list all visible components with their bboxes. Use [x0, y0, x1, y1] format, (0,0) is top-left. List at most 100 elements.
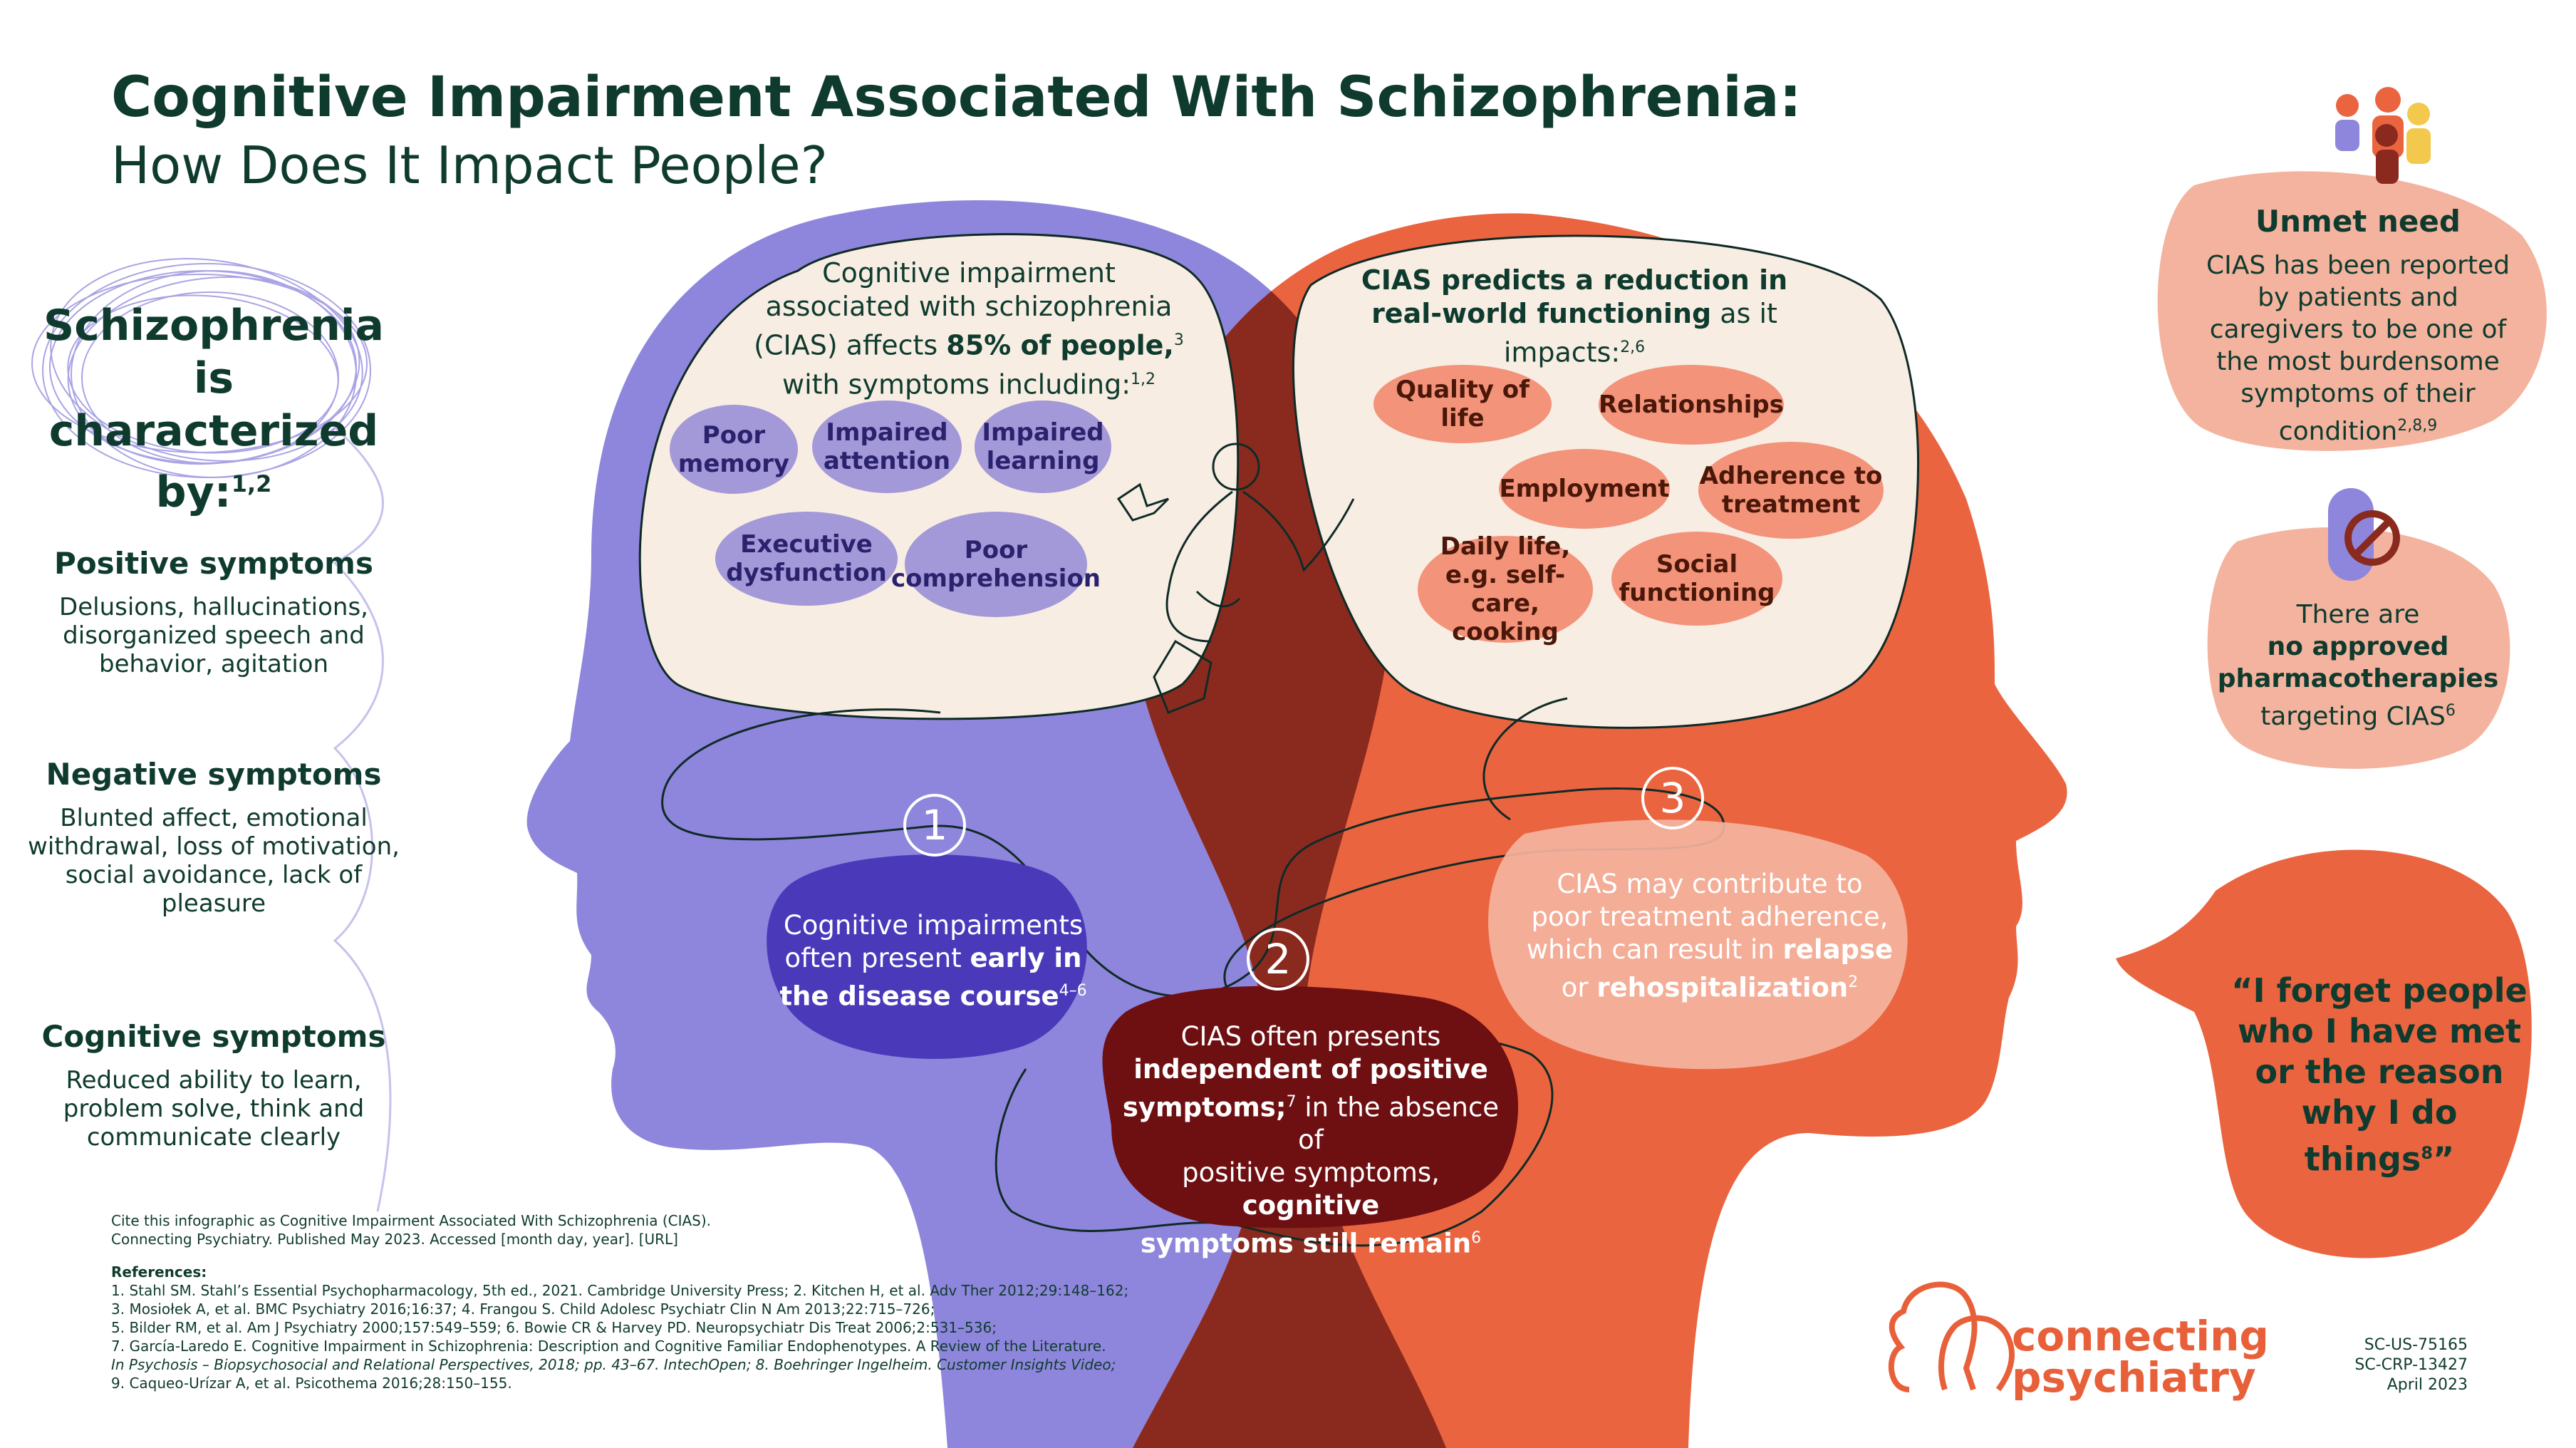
left-bubble-line1: Cognitive impairment — [822, 257, 1116, 289]
document-codes: SC-US-75165 SC-CRP-13427 April 2023 — [2280, 1335, 2468, 1395]
right-bubble-line2-a: real-world functioning — [1371, 298, 1712, 329]
point-2-line4: positive symptoms, cognitive — [1111, 1157, 1510, 1222]
left-bubble-line3-ref: 3 — [1173, 331, 1184, 349]
right-bubble-line2-ref: 2,6 — [1620, 338, 1646, 356]
page-subtitle: How Does It Impact People? — [111, 135, 828, 195]
pill-employment: Employment — [1499, 449, 1670, 529]
point-2-line4-a: positive symptoms, — [1182, 1157, 1440, 1189]
point-2-number: 2 — [1247, 928, 1309, 991]
point-1-number: 1 — [903, 794, 966, 857]
point-3-line4: or rehospitalization2 — [1510, 966, 1909, 1004]
unmet-need-text: CIAS has been reported by patients and c… — [2206, 251, 2510, 446]
point-3-ref: 2 — [1848, 973, 1859, 991]
patient-quote-close: ” — [2433, 1139, 2455, 1179]
page-title: Cognitive Impairment Associated With Sch… — [111, 66, 1802, 130]
point-1-line2-b: early in — [970, 943, 1082, 973]
no-approved-ref: 6 — [2445, 702, 2456, 720]
no-approved-line2: no approved — [2267, 632, 2449, 661]
right-bubble-line1: CIAS predicts a reduction in — [1361, 264, 1788, 296]
left-bubble-line3: (CIAS) affects 85% of people,3 — [684, 324, 1254, 363]
left-bubble-line4: with symptoms including:1,2 — [684, 363, 1254, 402]
patient-quote-ref: 8 — [2421, 1143, 2434, 1163]
unmet-need-ref: 2,8,9 — [2397, 417, 2438, 435]
left-bubble-line2: associated with schizophrenia — [765, 291, 1173, 322]
point-2-line2-a: independent of positive — [1133, 1054, 1488, 1085]
right-bubble-text: CIAS predicts a reduction in real-world … — [1304, 264, 1845, 370]
point-3-number: 3 — [1641, 767, 1704, 829]
citation: Cite this infographic as Cognitive Impai… — [111, 1211, 1180, 1248]
point-1-line1: Cognitive impairments — [783, 910, 1084, 941]
patient-quote-text: “I forget people who I have met or the r… — [2231, 971, 2528, 1179]
point-3-line4-b: rehospitalization — [1596, 972, 1849, 1003]
point-2-text: CIAS often presents independent of posit… — [1111, 1020, 1510, 1261]
unmet-need-title: Unmet need — [2255, 204, 2461, 239]
negative-symptoms-body: Blunted affect, emotional withdrawal, lo… — [28, 804, 400, 918]
no-approved-line1: There are — [2296, 600, 2420, 629]
cognitive-symptoms-body: Reduced ability to learn, problem solve,… — [63, 1066, 365, 1152]
pill-quality-of-life: Quality of life — [1373, 365, 1552, 443]
point-1-text: Cognitive impairments often present earl… — [762, 909, 1104, 1013]
schizophrenia-heading-text: Schizophrenia is characterized by: — [43, 301, 384, 517]
left-bubble-line4-ref: 1,2 — [1131, 370, 1156, 388]
negative-symptoms-title: Negative symptoms — [46, 757, 382, 792]
references-heading: References: — [111, 1263, 207, 1281]
reference-line: 7. García-Laredo E. Cognitive Impairment… — [111, 1338, 1106, 1355]
pill-poor-comprehension: Poor comprehension — [891, 512, 1101, 617]
positive-symptoms-body: Delusions, hallucinations, disorganized … — [59, 593, 368, 678]
code-line: April 2023 — [2387, 1376, 2468, 1394]
point-1-line2: often present early in — [762, 942, 1104, 975]
code-line: SC-CRP-13427 — [2354, 1356, 2468, 1374]
left-bubble-text: Cognitive impairment associated with sch… — [684, 257, 1254, 401]
point-1-line2-a: often present — [784, 943, 970, 973]
point-3-line3-b: relapse — [1782, 934, 1894, 965]
citation-line1: Cite this infographic as Cognitive Impai… — [111, 1212, 712, 1229]
reference-line: 1. Stahl SM. Stahl’s Essential Psychopha… — [111, 1282, 1129, 1299]
left-bubble-line3-b: 85% of people, — [946, 329, 1174, 361]
brand-line1: connecting — [2012, 1312, 2269, 1360]
pill-impaired-learning: Impaired learning — [975, 400, 1111, 493]
pill-adherence-to-treatment: Adherence to treatment — [1698, 442, 1884, 539]
brand-logo: connecting psychiatry — [2012, 1315, 2269, 1398]
point-3-line3: which can result in relapse — [1510, 934, 1909, 966]
no-approved-text: There are no approved pharmacotherapies … — [2201, 599, 2515, 733]
point-2-line1: CIAS often presents — [1180, 1021, 1441, 1052]
right-bubble-line2-b: as it impacts: — [1503, 298, 1777, 368]
point-2-line3-a: symptoms; — [1122, 1092, 1287, 1123]
pill-relationships: Relationships — [1599, 365, 1784, 445]
point-1-line3: the disease course4–6 — [762, 975, 1104, 1013]
pill-social-functioning: Social functioning — [1611, 532, 1782, 626]
point-2-line5: symptoms still remain6 — [1111, 1222, 1510, 1260]
point-2-ref: 6 — [1471, 1229, 1482, 1248]
point-2-line3-b: in the absence of — [1296, 1092, 1500, 1156]
point-2-line5-a: symptoms still remain — [1140, 1228, 1472, 1259]
code-line: SC-US-75165 — [2364, 1336, 2468, 1354]
point-3-line2: poor treatment adherence, — [1531, 901, 1889, 932]
pill-daily-life: Daily life, e.g. self-care, cooking — [1418, 532, 1593, 646]
no-approved-line4: targeting CIAS6 — [2201, 695, 2515, 733]
point-2-line2: independent of positive — [1111, 1053, 1510, 1086]
citation-line2: Connecting Psychiatry. Published May 202… — [111, 1231, 678, 1248]
no-approved-line4-a: targeting CIAS — [2260, 702, 2446, 731]
left-bubble-line4-a: with symptoms including: — [781, 368, 1131, 400]
point-3-text: CIAS may contribute to poor treatment ad… — [1510, 868, 1909, 1004]
patient-quote: “I forget people who I have met or the r… — [2223, 971, 2536, 1179]
no-approved-line3: pharmacotherapies — [2217, 664, 2499, 693]
left-bubble-line3-a: (CIAS) affects — [754, 329, 947, 361]
pill-poor-memory: Poor memory — [670, 405, 798, 494]
point-1-line3-a: the disease course — [779, 981, 1059, 1012]
reference-line: In Psychosis – Biopsychosocial and Relat… — [111, 1356, 1116, 1373]
pill-impaired-attention: Impaired attention — [812, 400, 962, 493]
point-3-line1: CIAS may contribute to — [1557, 869, 1863, 899]
schizophrenia-heading-refs: 1,2 — [231, 470, 272, 497]
reference-line: 5. Bilder RM, et al. Am J Psychiatry 200… — [111, 1319, 997, 1336]
brand-line2: psychiatry — [2012, 1353, 2256, 1402]
schizophrenia-heading: Schizophrenia is characterized by:1,2 — [28, 299, 399, 519]
right-bubble-line2: real-world functioning as it impacts:2,6 — [1304, 297, 1845, 370]
unmet-need-body: CIAS has been reported by patients and c… — [2187, 249, 2529, 448]
point-1-ref: 4–6 — [1059, 982, 1087, 1000]
reference-line: 3. Mosiołek A, et al. BMC Psychiatry 201… — [111, 1300, 935, 1318]
references: References: 1. Stahl SM. Stahl’s Essenti… — [111, 1263, 1180, 1392]
point-2-line3-ref: 7 — [1286, 1093, 1297, 1111]
point-3-line4-a: or — [1561, 972, 1597, 1003]
reference-line: 9. Caqueo-Urízar A, et al. Psicothema 20… — [111, 1375, 512, 1392]
